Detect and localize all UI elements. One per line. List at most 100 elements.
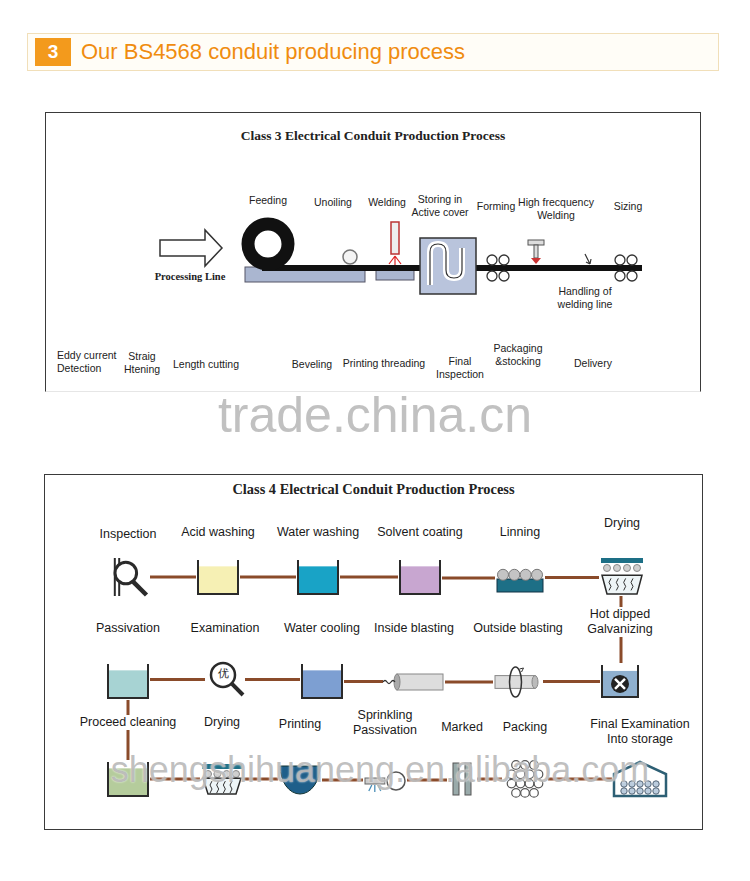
step-icon bbox=[447, 761, 477, 797]
step-label: Beveling bbox=[292, 358, 332, 371]
step-icon bbox=[363, 766, 407, 796]
process-connector bbox=[344, 680, 383, 683]
forming-roller bbox=[499, 271, 509, 281]
step-label: Forming bbox=[477, 200, 516, 213]
process-connector bbox=[545, 576, 599, 579]
step-label: Printing threading bbox=[343, 357, 425, 370]
process-step: Inside blasting bbox=[383, 672, 445, 692]
step-icon bbox=[495, 564, 545, 594]
process-step: Drying bbox=[200, 762, 244, 796]
step-label: Storing in Active cover bbox=[407, 193, 473, 218]
step-label: Inside blasting bbox=[373, 621, 455, 636]
sizing-roller bbox=[627, 271, 637, 281]
step-label: Examination bbox=[190, 621, 261, 636]
step-icon bbox=[196, 558, 240, 596]
storage-cage bbox=[420, 238, 476, 294]
sizing-roller bbox=[615, 271, 625, 281]
process-step: Sprinkling Passivation bbox=[363, 766, 407, 796]
process-step: Solvent coating bbox=[398, 558, 442, 596]
step-icon bbox=[612, 760, 668, 798]
step-label: Linning bbox=[499, 525, 541, 540]
step-label: Proceed cleaning bbox=[79, 715, 178, 730]
strip-coil bbox=[248, 224, 288, 264]
step-label: Marked bbox=[440, 720, 484, 735]
step-label: Sprinkling Passivation bbox=[344, 708, 426, 738]
step-label: Final Inspection bbox=[432, 355, 488, 380]
step-label: Passivation bbox=[95, 621, 161, 636]
line-caption: Processing Line bbox=[155, 271, 226, 284]
process-connector bbox=[340, 576, 398, 579]
panel-title: Class 3 Electrical Conduit Production Pr… bbox=[46, 128, 700, 144]
process-connector bbox=[543, 680, 600, 683]
process-connector bbox=[322, 779, 363, 782]
strip-loop-edge bbox=[430, 244, 462, 285]
process-step: Water cooling bbox=[300, 662, 344, 700]
direction-arrow bbox=[160, 230, 222, 266]
process-connector bbox=[150, 576, 196, 579]
process-connector bbox=[244, 778, 278, 781]
sizing-roller bbox=[627, 255, 637, 265]
forming-roller bbox=[499, 255, 509, 265]
process-connector bbox=[442, 577, 495, 580]
step-label: Straig Htening bbox=[120, 350, 164, 375]
step-label: Hot dipped Galvanizing bbox=[573, 607, 667, 637]
step-label: Welding bbox=[368, 196, 406, 209]
step-label: High frecquency Welding bbox=[515, 196, 597, 221]
hf-welder bbox=[528, 240, 544, 245]
process-connector bbox=[245, 678, 300, 681]
step-icon bbox=[502, 759, 548, 799]
process-step: Outside blasting bbox=[493, 666, 543, 698]
process-step: Hot dipped Galvanizing bbox=[600, 663, 640, 699]
process-step: Linning bbox=[495, 564, 545, 594]
process-connector bbox=[150, 678, 205, 681]
step-icon bbox=[296, 558, 340, 596]
step-label: Printing bbox=[278, 717, 322, 732]
process-step: Water washing bbox=[296, 558, 340, 596]
step-label: Solvent coating bbox=[376, 525, 463, 540]
unoiling-roller bbox=[343, 250, 357, 264]
process-connector bbox=[240, 576, 296, 579]
process-panel: InspectionAcid washingWater washingSolve… bbox=[44, 474, 703, 830]
step-label: Length cutting bbox=[173, 358, 239, 371]
weld-spark bbox=[389, 256, 401, 265]
process-step: Acid washing bbox=[196, 558, 240, 596]
step-icon bbox=[106, 662, 150, 700]
step-icon bbox=[599, 556, 645, 596]
step-label: Handling of welding line bbox=[549, 285, 621, 310]
process-connector bbox=[445, 681, 493, 684]
forming-roller bbox=[487, 271, 497, 281]
process-step: Final Examination Into storage bbox=[612, 760, 668, 798]
panel-title: Class 4 Electrical Conduit Production Pr… bbox=[45, 481, 702, 498]
process-step: Proceed cleaning bbox=[106, 760, 150, 798]
strip-loop bbox=[430, 244, 462, 285]
step-icon bbox=[383, 672, 445, 692]
step-icon bbox=[493, 666, 543, 698]
forming-roller bbox=[487, 255, 497, 265]
process-step: Marked bbox=[447, 761, 477, 797]
process-step: Passivation bbox=[106, 662, 150, 700]
step-label: Unoiling bbox=[314, 196, 352, 209]
hf-weld-point bbox=[531, 258, 541, 264]
process-step: Printing bbox=[278, 762, 322, 796]
step-label: Final Examination Into storage bbox=[583, 717, 697, 747]
step-label: Eddy current Detection bbox=[57, 349, 123, 374]
step-icon bbox=[600, 663, 640, 699]
step-label: Water cooling bbox=[283, 621, 361, 636]
section-title: Our BS4568 conduit producing process bbox=[81, 38, 465, 66]
process-step: Inspection bbox=[106, 557, 150, 597]
header-bar: 3Our BS4568 conduit producing process bbox=[27, 33, 719, 71]
step-label: Packing bbox=[502, 720, 548, 735]
process-connector bbox=[548, 778, 612, 781]
process-connector bbox=[150, 778, 200, 781]
step-icon bbox=[300, 662, 344, 700]
weld-line-scraper bbox=[585, 254, 591, 264]
step-icon bbox=[398, 558, 442, 596]
step-icon bbox=[106, 760, 150, 798]
step-label: Delivery bbox=[574, 357, 612, 370]
quality-mark: 优 bbox=[218, 668, 229, 679]
step-label: Drying bbox=[603, 516, 641, 531]
process-step: Packing bbox=[502, 759, 548, 799]
step-label: Water washing bbox=[276, 525, 360, 540]
step-label: Sizing bbox=[614, 200, 643, 213]
